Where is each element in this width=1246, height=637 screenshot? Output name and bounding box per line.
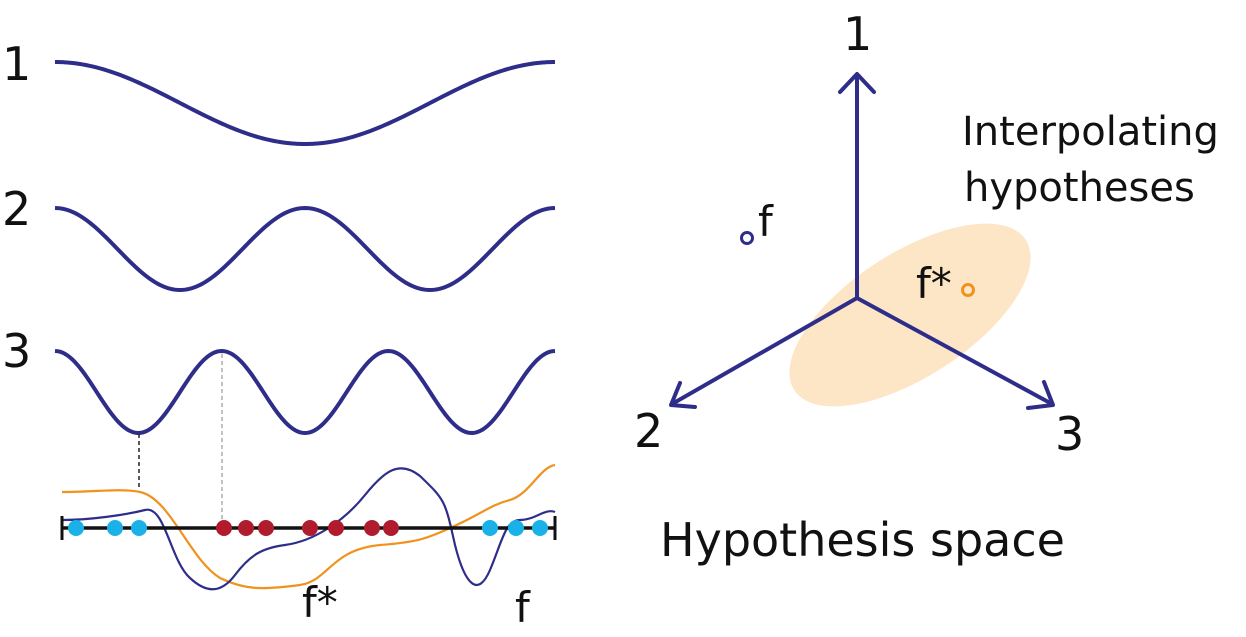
blue-data-point-5 [508,520,524,536]
red-data-point-6 [364,520,380,536]
blue-data-point-2 [107,520,123,536]
f-curve [61,467,556,591]
interpolating-label-line1: Interpolating [962,109,1219,155]
basis-wave-3 [54,349,556,436]
hypothesis-space-title: Hypothesis space [660,513,1065,567]
f-point-hollow-circle-icon [740,231,754,245]
blue-data-point-1 [68,520,84,536]
fstar-curve [61,463,556,590]
fstar-point-label: f* [916,259,952,308]
fstar-point-hollow-circle-icon [961,283,975,297]
basis-wave-2 [54,205,556,293]
axis-2-label: 2 [634,404,663,458]
red-data-points [216,520,399,536]
f-curve-label: f [515,583,531,632]
axis-1-arrowhead-icon [838,72,876,94]
interpolating-region [789,223,1031,407]
basis-functions: 1 2 3 [2,37,556,436]
blue-data-points [68,520,548,536]
axis-3 [855,296,1054,406]
hypothesis-space: 1 2 3 f f* Interpolating hypotheses Hypo… [634,7,1219,567]
interpolating-label-line2: hypotheses [964,165,1195,211]
blue-data-point-6 [532,520,548,536]
red-data-point-3 [258,520,274,536]
red-data-point-1 [216,520,232,536]
fstar-curve-label: f* [302,578,338,627]
axis-1-label: 1 [843,7,872,61]
basis-label-1: 1 [2,37,31,91]
basis-label-2: 2 [2,182,31,236]
blue-data-point-3 [131,520,147,536]
red-data-point-5 [328,520,344,536]
axis-2-arrowhead-icon [669,381,697,409]
axis-2 [670,296,859,406]
f-point-label: f [758,197,774,246]
red-data-point-2 [238,520,254,536]
interpolation-plot: f* f [60,463,557,632]
axis-3-arrowhead-icon [1026,380,1055,410]
red-data-point-7 [383,520,399,536]
blue-data-point-4 [482,520,498,536]
basis-label-3: 3 [2,324,31,378]
red-data-point-4 [302,520,318,536]
axis-3-label: 3 [1055,407,1084,461]
basis-wave-1 [54,60,556,147]
